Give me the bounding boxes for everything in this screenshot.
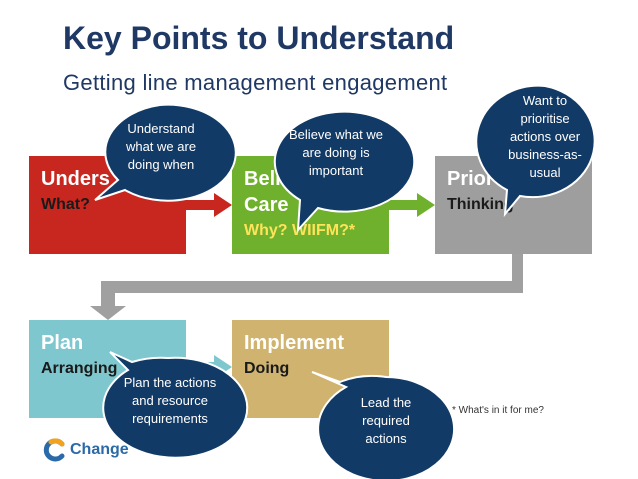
box-believe-title-2: Care [244,194,289,216]
box-understand-title: Unders [41,168,110,190]
page-subtitle: Getting line management engagement [63,70,448,95]
arrow-believe-prioritise [389,193,435,217]
change-logo-icon [43,438,65,462]
bubble-understand-shape [94,103,237,202]
bubble-plan-text: Plan the actions and resource requiremen… [123,375,217,426]
logo-text: Change [70,441,129,458]
box-implement-title: Implement [244,332,345,354]
arrow-prioritise-plan [90,254,523,320]
box-believe-title: Beli [244,168,281,190]
box-prioritise-title: Prior [447,168,494,190]
arrow-understand-believe [186,193,232,217]
bubble-implement-text: Lead the required actions [360,395,412,446]
bubble-implement-shape [311,371,456,479]
footnote-wiifm: * What's in it for me? [452,405,544,416]
bubble-understand-text: Understand what we are doing when [125,121,197,172]
bubble-prioritise-shape [475,84,596,218]
box-implement-subtitle: Doing [244,360,290,377]
change-logo: Change [42,438,129,462]
bubble-believe-shape [273,110,416,233]
box-understand-subtitle: What? [41,196,90,213]
bubble-believe-text: Believe what we are doing is important [289,127,383,178]
box-understand: Unders What? [29,156,186,254]
box-prioritise-subtitle: Thinking [447,196,514,213]
box-plan-subtitle: Arranging [41,360,118,377]
box-plan-title: Plan [41,332,84,354]
bubble-prioritise-text: Want to prioritise actions over business… [508,93,582,180]
page-title: Key Points to Understand [63,20,455,56]
bubble-plan-shape [102,351,249,459]
box-believe-subtitle: Why? WIIFM?* [244,222,356,239]
